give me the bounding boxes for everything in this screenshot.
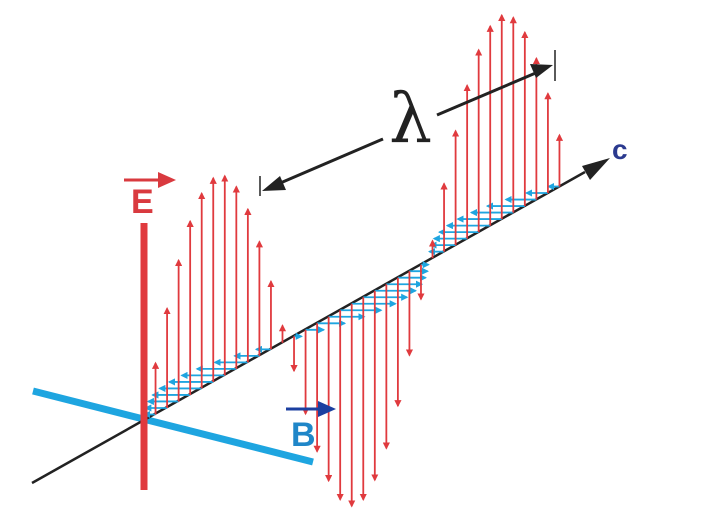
b-field-reference-axis	[32, 387, 314, 466]
wavelength-arrowhead-left	[262, 176, 286, 191]
magnetic-field-vector-arrowhead	[318, 401, 336, 417]
electric-field-symbol: E	[131, 183, 154, 221]
electric-field-vector-arrowhead	[158, 172, 176, 188]
wavelength-dimension-line-left	[277, 137, 384, 186]
wavelength-dimension-line-right	[436, 70, 539, 117]
electric-field-vectors	[151, 13, 564, 508]
propagation-arrowhead	[582, 158, 610, 180]
wavelength-arrowhead-right	[530, 64, 553, 78]
propagation-axis	[31, 170, 586, 485]
wavelength-label: λ	[389, 80, 432, 159]
electric-field-label: E	[124, 172, 176, 221]
wave-speed-label: c	[612, 134, 628, 165]
wavelength-marker	[259, 50, 556, 196]
magnetic-field-symbol: B	[291, 416, 316, 454]
magnetic-field-label: B	[286, 401, 336, 454]
